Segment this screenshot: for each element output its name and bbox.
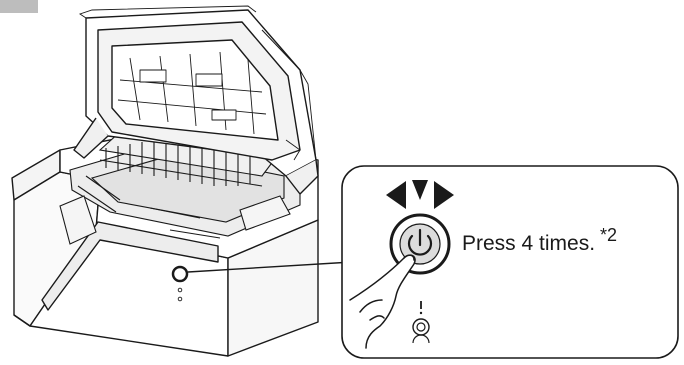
callout-instruction: Press 4 times. — [462, 232, 595, 256]
printer-power-button — [173, 267, 187, 281]
corner-tab — [0, 0, 38, 13]
footnote-mark: *2 — [600, 225, 617, 246]
printer-led-1 — [178, 288, 182, 292]
printer-led-2 — [178, 297, 182, 301]
